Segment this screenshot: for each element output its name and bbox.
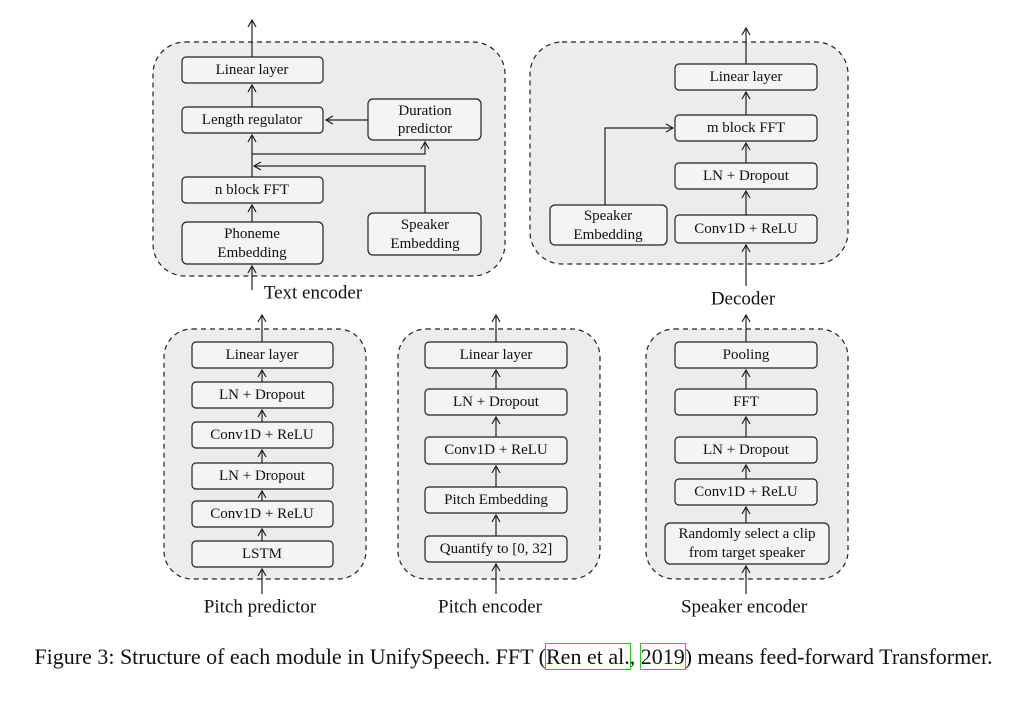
se-ln-dropout-label: LN + Dropout [703,442,790,458]
pe-pitch-embedding-label: Pitch Embedding [444,492,548,508]
te-arrow-to-duration [252,140,430,155]
se-pooling-label: Pooling [723,347,770,363]
dec-linear-layer-label: Linear layer [710,69,783,85]
pitch-predictor-caption: Pitch predictor [204,597,317,618]
te-duration-predictor-label-2: predictor [398,121,452,137]
pp-ln-dropout-box-2 [191,462,334,490]
pp-linear-layer-box [191,341,334,369]
dec-arrow-speaker-to-fft [604,123,675,205]
dec-linear-layer-box [674,63,818,91]
se-random-clip-label-1: Randomly select a clip [678,526,815,542]
te-speaker-embedding-box [367,212,482,256]
citation-year-link[interactable]: 2019 [639,643,686,670]
speaker-encoder-module: Pooling FFT LN + Dropout Conv1D + ReLU R… [645,313,849,618]
se-random-clip-label-2: from target speaker [689,545,805,561]
pe-quantify-box [424,535,568,563]
te-phoneme-embedding-label-2: Embedding [217,245,287,261]
pp-linear-layer-label: Linear layer [226,347,299,363]
dec-speaker-embedding-label-2: Embedding [573,227,643,243]
pp-lstm-box [191,540,334,568]
te-speaker-embedding-label-2: Embedding [390,236,460,252]
text-encoder-caption: Text encoder [264,283,363,304]
pe-linear-layer-box [424,341,568,369]
te-phoneme-embedding-box [181,221,324,265]
dec-speaker-embedding-label-1: Speaker [584,208,632,224]
te-length-regulator-box [181,106,324,134]
text-encoder-module: Linear layer Length regulator Duration p… [152,18,506,304]
caption-prefix: Figure 3: Structure of each module in Un… [34,644,546,669]
pp-conv-relu-label-2: Conv1D + ReLU [210,506,314,522]
dec-m-block-fft-label: m block FFT [707,120,785,136]
pe-pitch-embedding-box [424,486,568,514]
pitch-encoder-caption: Pitch encoder [438,597,543,618]
pp-conv-relu-box-2 [191,500,334,528]
pp-ln-dropout-label-1: LN + Dropout [219,387,306,403]
pe-ln-dropout-box [424,388,568,416]
te-linear-layer-label: Linear layer [216,62,289,78]
te-speaker-embedding-label-1: Speaker [401,217,449,233]
pp-lstm-label: LSTM [242,546,282,562]
citation-separator: , [629,644,641,669]
pe-ln-dropout-label: LN + Dropout [453,394,540,410]
te-n-block-fft-box [181,176,324,204]
dec-conv-relu-label: Conv1D + ReLU [694,221,798,237]
se-conv-relu-box [674,478,818,506]
pe-conv-relu-label: Conv1D + ReLU [444,442,548,458]
pp-conv-relu-label-1: Conv1D + ReLU [210,427,314,443]
se-conv-relu-label: Conv1D + ReLU [694,484,798,500]
pitch-encoder-module: Linear layer LN + Dropout Conv1D + ReLU … [397,313,601,618]
se-fft-label: FFT [733,394,759,410]
pitch-predictor-module: Linear layer LN + Dropout Conv1D + ReLU … [163,313,367,618]
te-linear-layer-box [181,56,324,84]
pe-quantify-label: Quantify to [0, 32] [440,541,552,557]
pe-linear-layer-label: Linear layer [460,347,533,363]
figure-caption: Figure 3: Structure of each module in Un… [20,643,1007,671]
te-duration-predictor-label-1: Duration [398,103,452,119]
dec-speaker-embedding-box [549,204,668,246]
pp-conv-relu-box-1 [191,421,334,449]
dec-m-block-fft-box [674,114,818,142]
se-ln-dropout-box [674,436,818,464]
dec-ln-dropout-box [674,162,818,190]
decoder-caption: Decoder [711,289,776,310]
te-n-block-fft-label: n block FFT [215,182,289,198]
te-arrow-speaker-in [252,161,426,213]
caption-suffix: ) means feed-forward Transformer. [684,644,993,669]
decoder-module: Linear layer m block FFT LN + Dropout Co… [529,26,849,310]
te-length-regulator-label: Length regulator [202,112,302,128]
dec-ln-dropout-label: LN + Dropout [703,168,790,184]
citation-author-link[interactable]: Ren et al. [545,643,631,670]
se-random-clip-box [664,522,830,565]
pp-ln-dropout-box-1 [191,381,334,409]
se-fft-box [674,388,818,416]
dec-conv-relu-box [674,214,818,244]
se-pooling-box [674,341,818,369]
te-phoneme-embedding-label-1: Phoneme [224,226,280,242]
pe-conv-relu-box [424,436,568,465]
speaker-encoder-caption: Speaker encoder [681,597,808,618]
pp-ln-dropout-label-2: LN + Dropout [219,468,306,484]
